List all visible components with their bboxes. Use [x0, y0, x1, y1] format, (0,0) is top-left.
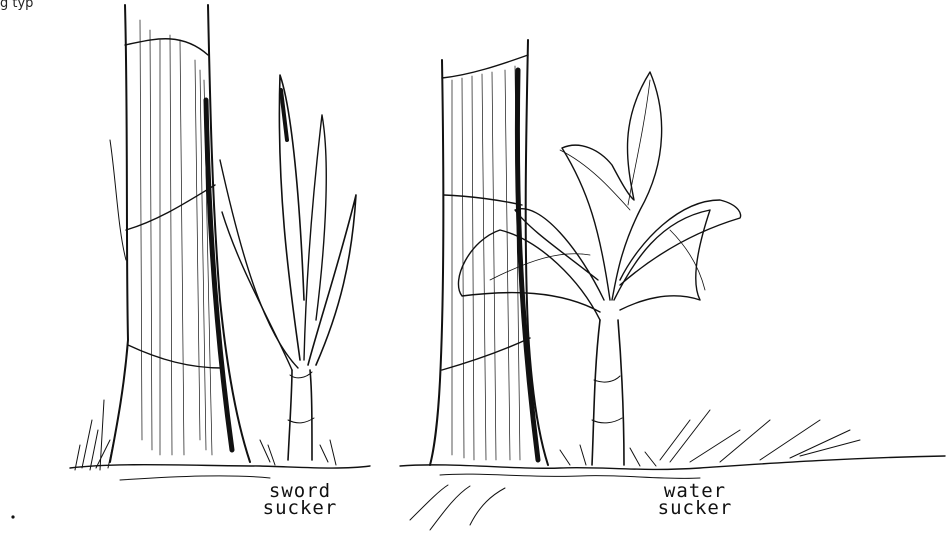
tree-trunk-right — [430, 40, 548, 465]
sword-sucker-plant — [220, 75, 356, 465]
label-water-sucker: water sucker — [630, 483, 760, 517]
water-sucker-plant — [458, 72, 740, 466]
label-water-line2: sucker — [630, 500, 760, 517]
label-sword-sucker: sword sucker — [240, 483, 360, 517]
label-sword-line2: sucker — [240, 500, 360, 517]
ink-dot — [11, 515, 14, 518]
